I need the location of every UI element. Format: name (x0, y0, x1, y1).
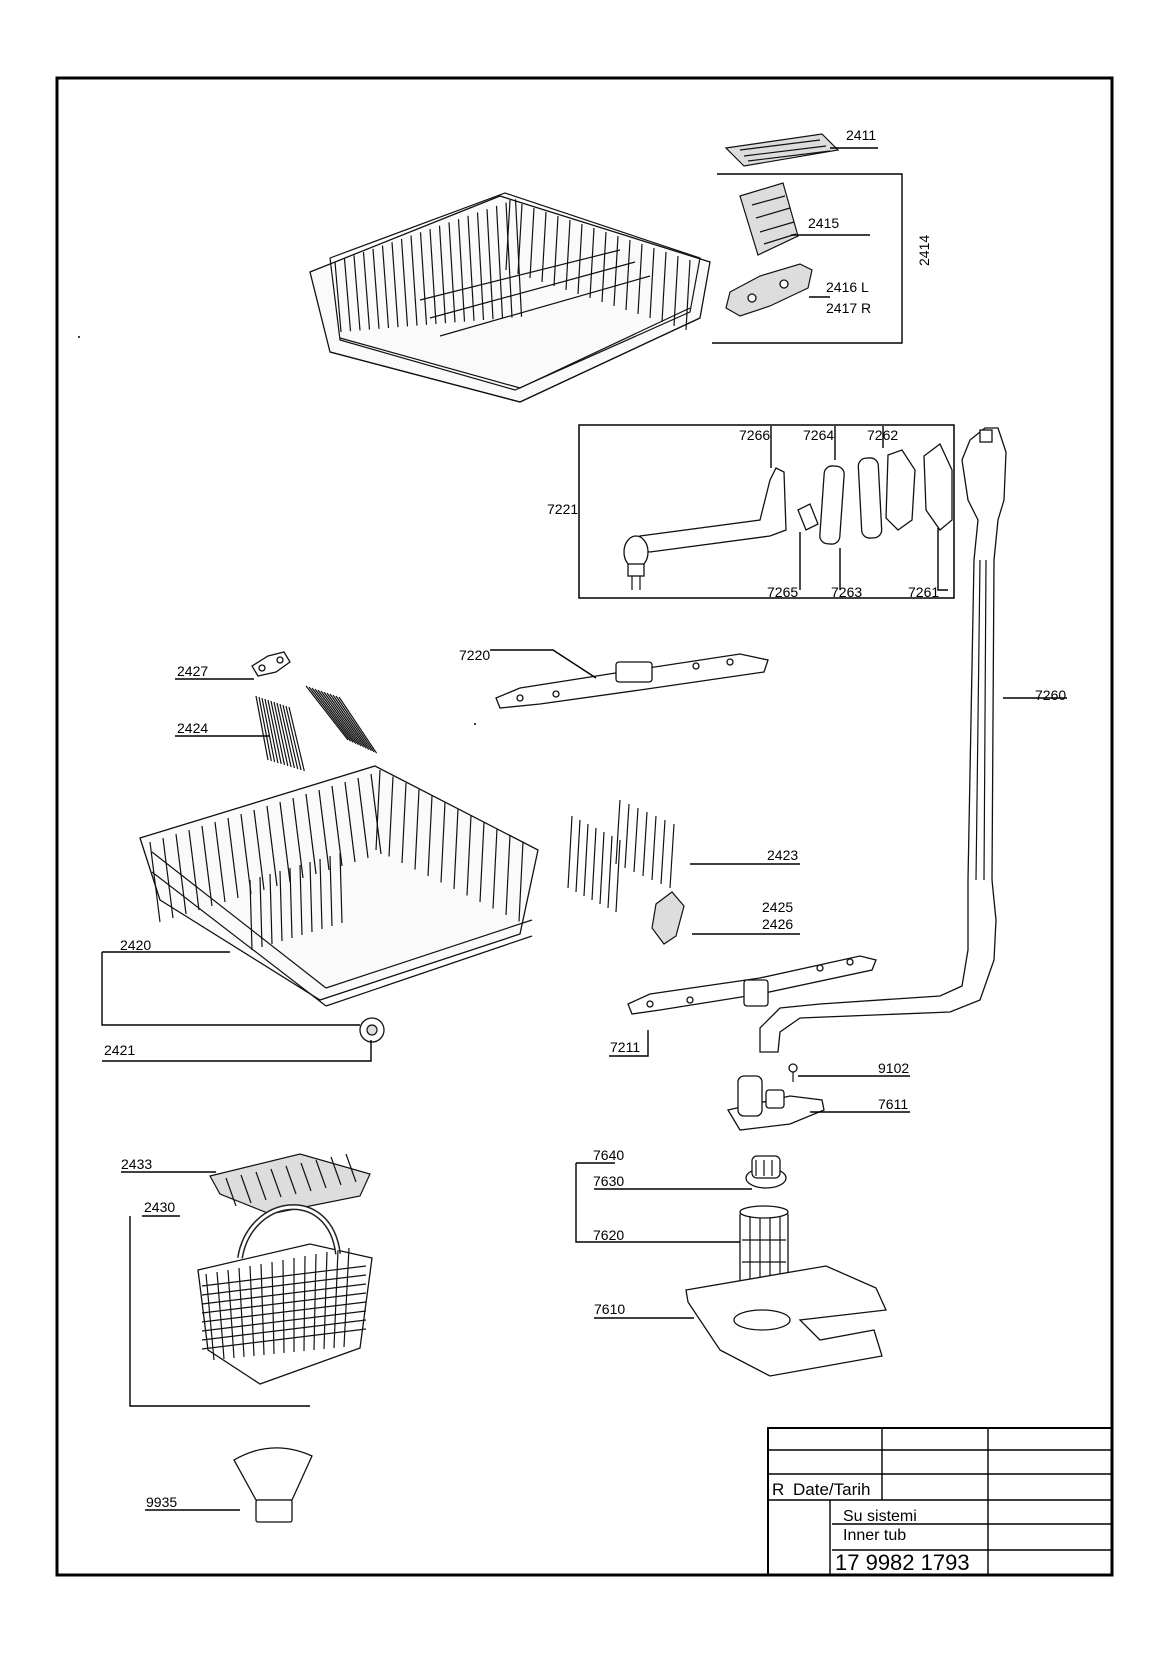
label-2426: 2426 (762, 916, 793, 932)
part-9935-funnel-shape (233, 1447, 313, 1523)
label-7221: 7221 (547, 501, 578, 517)
label-7220: 7220 (459, 647, 490, 663)
title-turkish: Su sistemi (843, 1508, 917, 1525)
label-2424: 2424 (177, 720, 208, 736)
label-2414: 2414 (916, 235, 932, 266)
label-7261: 7261 (908, 584, 939, 600)
part-7611-shape (726, 1075, 825, 1131)
label-7211: 7211 (610, 1039, 640, 1055)
part-9102-screw-shape (788, 1063, 798, 1082)
label-2421: 2421 (104, 1042, 135, 1058)
label-7611: 7611 (878, 1096, 908, 1112)
label-7620: 7620 (593, 1227, 624, 1243)
label-7640: 7640 (593, 1147, 624, 1163)
middle-spray-arm-shape (495, 653, 769, 709)
part-labels: 2411 2415 2414 2416 L 2417 R 7266 7264 7… (104, 127, 1066, 1510)
part-2425-shape (651, 891, 685, 945)
part-2430-cutlery-basket-shape (197, 1204, 373, 1385)
part-2416-shape (725, 263, 813, 317)
label-2430: 2430 (144, 1199, 175, 1215)
part-2423-shape (567, 799, 675, 913)
label-2415: 2415 (808, 215, 839, 231)
part-2424-shape (255, 685, 378, 772)
label-7630: 7630 (593, 1173, 624, 1189)
label-7266: 7266 (739, 427, 770, 443)
label-7265: 7265 (767, 584, 798, 600)
part-2427-shape (251, 651, 291, 677)
date-label: Date/Tarih (793, 1480, 870, 1499)
upper-arm-assembly-box (578, 424, 955, 599)
leader-lines (101, 147, 1067, 1511)
label-2427: 2427 (177, 663, 208, 679)
part-2421-shape (359, 1017, 385, 1043)
upper-spray-arm-shape (623, 467, 787, 590)
part-2433-shape (209, 1153, 371, 1215)
label-2433: 2433 (121, 1156, 152, 1172)
lower-basket (139, 765, 539, 1007)
stray-dot (474, 723, 476, 725)
stray-dot (78, 336, 80, 338)
drawing-frame (55, 76, 1114, 1577)
title-block: R Date/Tarih Su sistemi Inner tub 17 998… (767, 1427, 1113, 1576)
part-7610-shape (685, 1265, 887, 1377)
part-2415-shape (739, 182, 799, 256)
label-7263: 7263 (831, 584, 862, 600)
label-2411: 2411 (846, 127, 876, 143)
label-7264: 7264 (803, 427, 834, 443)
label-7260: 7260 (1035, 687, 1066, 703)
label-7262: 7262 (867, 427, 898, 443)
label-9935: 9935 (146, 1494, 177, 1510)
label-2420: 2420 (120, 937, 151, 953)
label-2417: 2417 R (826, 300, 871, 316)
revision-label: R (772, 1480, 784, 1499)
label-2423: 2423 (767, 847, 798, 863)
lower-spray-arm-shape (627, 955, 877, 1015)
fill-pipe-shape (759, 427, 1007, 1053)
part-7630-shape (745, 1155, 787, 1189)
label-2425: 2425 (762, 899, 793, 915)
upper-basket (309, 192, 711, 403)
part-2411-shape (724, 133, 840, 167)
drawing-number: 17 9982 1793 (835, 1550, 970, 1575)
arm-clip-shapes (797, 442, 953, 545)
title-english: Inner tub (843, 1527, 906, 1544)
label-9102: 9102 (878, 1060, 909, 1076)
label-7610: 7610 (594, 1301, 625, 1317)
label-2416: 2416 L (826, 279, 869, 295)
part-7620-shape (739, 1205, 789, 1291)
